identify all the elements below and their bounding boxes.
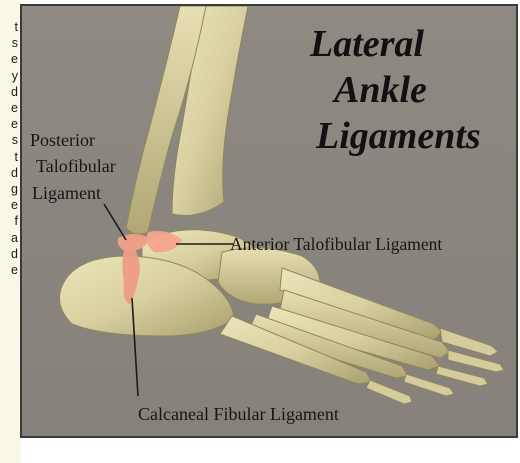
text-fragment: d bbox=[0, 246, 21, 262]
ankle-ligament-illustration: Lateral Ankle Ligaments Posterior Talofi… bbox=[20, 4, 518, 438]
calcaneal-label: Calcaneal Fibular Ligament bbox=[138, 404, 339, 424]
truncated-article-text-column: t s e y d e e s t d g e f a d e bbox=[0, 0, 21, 463]
text-fragment: e bbox=[0, 116, 21, 132]
anterior-label: Anterior Talofibular Ligament bbox=[230, 234, 442, 254]
text-fragment: d bbox=[0, 84, 21, 100]
text-fragment: t bbox=[0, 19, 21, 35]
title-line-2: Ankle bbox=[332, 69, 427, 111]
text-fragment: t bbox=[0, 149, 21, 165]
posterior-label-line-1: Posterior bbox=[30, 130, 95, 150]
text-fragment: e bbox=[0, 262, 21, 278]
title-line-1: Lateral bbox=[309, 23, 424, 65]
text-fragment: f bbox=[0, 213, 21, 229]
text-fragment: y bbox=[0, 68, 21, 84]
text-fragment: a bbox=[0, 230, 21, 246]
text-fragment: s bbox=[0, 132, 21, 148]
text-fragment: s bbox=[0, 35, 21, 51]
text-fragment: e bbox=[0, 51, 21, 67]
posterior-label-line-2: Talofibular bbox=[36, 156, 116, 176]
title-line-3: Ligaments bbox=[315, 115, 481, 157]
text-fragment: e bbox=[0, 100, 21, 116]
text-fragment: d bbox=[0, 165, 21, 181]
text-fragment: g bbox=[0, 181, 21, 197]
ankle-anatomy-svg: Lateral Ankle Ligaments Posterior Talofi… bbox=[22, 6, 516, 436]
posterior-label-line-3: Ligament bbox=[32, 183, 101, 203]
text-fragment: e bbox=[0, 197, 21, 213]
